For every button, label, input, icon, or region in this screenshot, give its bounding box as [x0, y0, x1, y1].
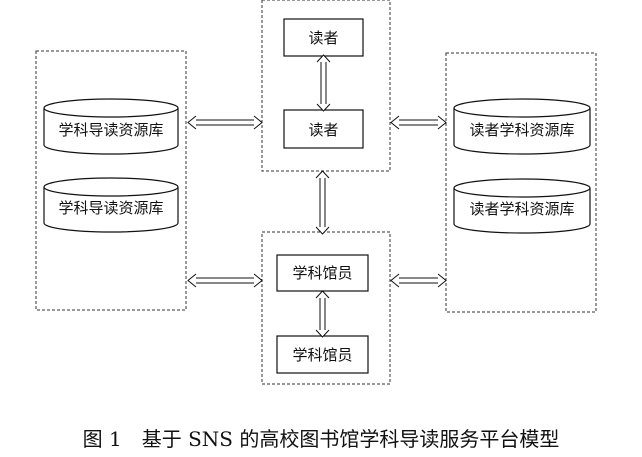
left-database-2-label: 学科导读资源库 — [58, 199, 163, 217]
arrow-librarian-group-to-right-group — [390, 273, 447, 288]
reader-top-label: 读者 — [308, 29, 338, 47]
librarian-top-box — [276, 254, 369, 292]
arrow-reader-group-to-right-group — [390, 115, 447, 130]
right-resource-group — [445, 52, 597, 313]
right-database-2: 读者学科资源库 — [453, 178, 591, 234]
left-resource-group — [35, 50, 187, 311]
left-database-1: 学科导读资源库 — [43, 98, 179, 155]
reader-bottom-label: 读者 — [308, 121, 338, 139]
arrow-left-group-to-librarian-group — [187, 273, 263, 288]
arrow-left-group-to-reader-group — [187, 115, 263, 130]
arrow-librarian-top-to-librarian-bottom — [315, 290, 330, 338]
figure-caption: 图 1 基于 SNS 的高校图书馆学科导读服务平台模型 — [83, 427, 560, 451]
librarian-bottom-label: 学科馆员 — [292, 346, 352, 364]
arrow-reader-top-to-reader-bottom — [316, 54, 331, 112]
right-database-1-label: 读者学科资源库 — [469, 121, 574, 139]
reader-group — [261, 0, 391, 172]
right-database-1: 读者学科资源库 — [453, 98, 591, 155]
arrow-reader-group-to-librarian-group — [315, 170, 330, 235]
right-database-2-label: 读者学科资源库 — [469, 200, 574, 218]
left-database-1-label: 学科导读资源库 — [58, 121, 163, 139]
left-database-2: 学科导读资源库 — [43, 177, 179, 233]
librarian-top-label: 学科馆员 — [292, 264, 352, 282]
reader-bottom-box — [283, 109, 364, 149]
